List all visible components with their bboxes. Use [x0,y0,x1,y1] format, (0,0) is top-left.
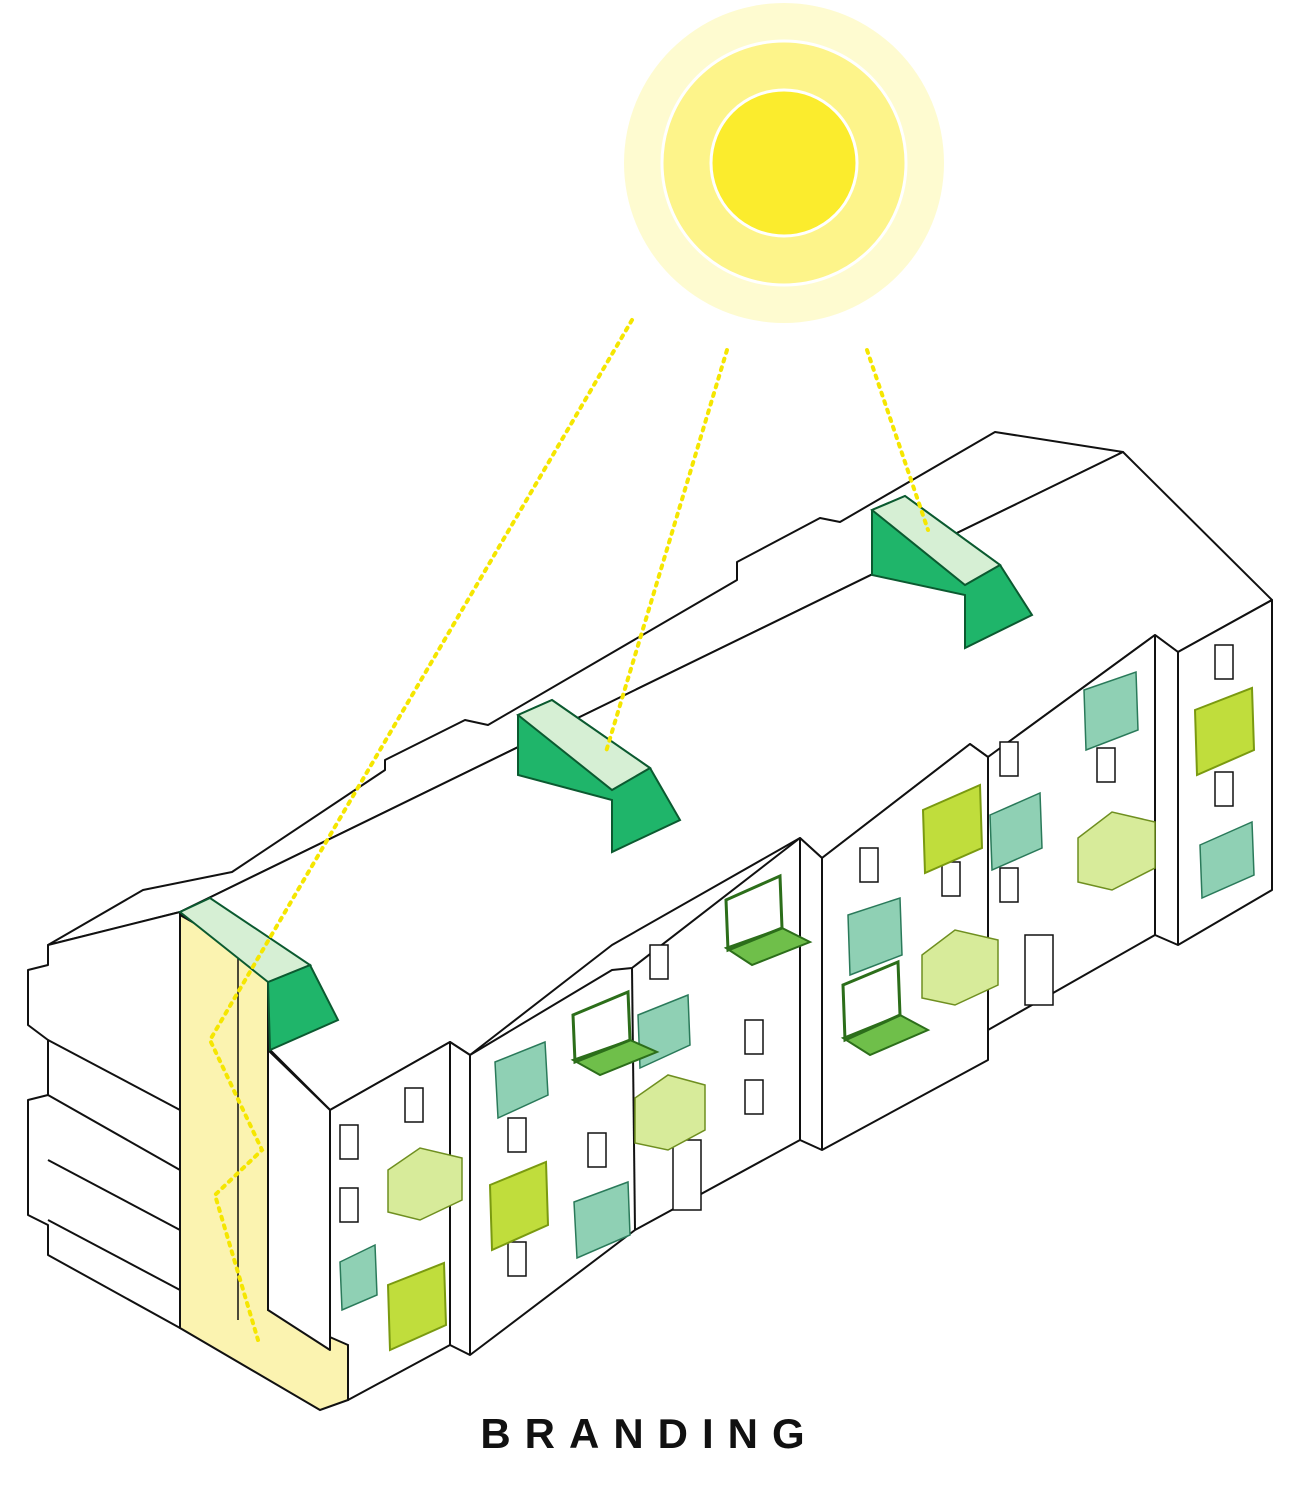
balconies [570,873,931,1077]
skylight-2 [516,698,682,854]
gable-end [27,911,181,1329]
diagram-caption: BRANDING [480,1410,819,1457]
sun-icon [624,3,944,323]
light-shaft [179,913,349,1412]
skylight-1 [178,896,340,1052]
lime-windows [386,686,1256,1352]
skylight-3 [870,494,1034,650]
back-roof [47,431,1124,946]
windows [339,644,1234,1277]
skylights [178,494,1034,1052]
sun-rays [207,318,930,1342]
greenhouse-bays [387,811,1156,1221]
teal-bay-windows [339,670,1255,1312]
